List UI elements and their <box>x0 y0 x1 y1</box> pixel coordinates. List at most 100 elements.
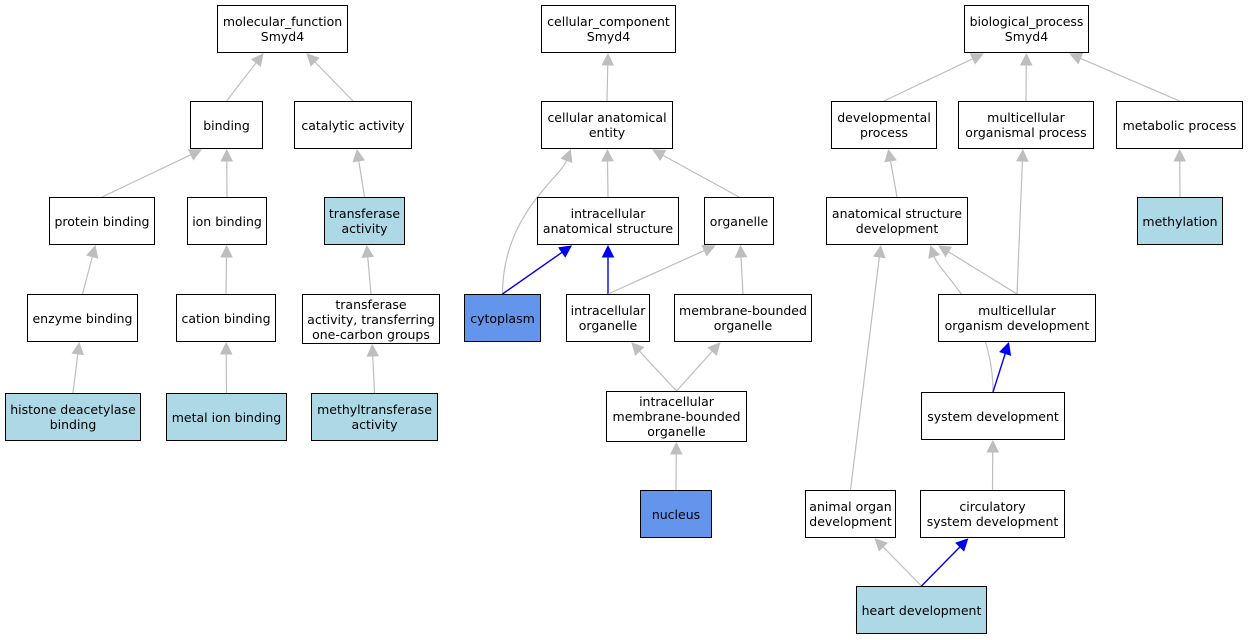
node-binding[interactable]: binding <box>190 101 263 149</box>
edge-arrowhead <box>187 149 202 161</box>
edge-arrowhead <box>884 148 897 163</box>
edge-imbo-to-mbo <box>676 342 721 392</box>
node-multicellular-organismal-process[interactable]: multicellular organismal process <box>958 101 1094 149</box>
edge-arrowhead <box>1019 52 1033 66</box>
node-system-development[interactable]: system development <box>921 392 1065 440</box>
edge-enzyme_binding-to-protein_binding <box>81 244 99 295</box>
edge-arrowhead <box>560 148 573 163</box>
node-cellular-anatomical-entity[interactable]: cellular anatomical entity <box>541 101 673 149</box>
edge-line <box>948 251 1018 295</box>
edge-arrowhead <box>250 53 264 67</box>
edge-line <box>849 256 880 491</box>
edge-arrowhead <box>601 148 614 162</box>
node-metal-ion-binding[interactable]: metal ion binding <box>166 393 287 441</box>
edge-arrowhead <box>1069 52 1084 65</box>
edge-aod-to-asd <box>849 244 886 491</box>
node-transferase-one-carbon[interactable]: transferase activity, transferring one-c… <box>302 294 440 344</box>
edge-arrowhead <box>652 149 667 162</box>
node-intracellular-anatomical-structure[interactable]: intracellular anatomical structure <box>537 197 679 245</box>
node-ion-binding[interactable]: ion binding <box>187 197 267 245</box>
node-heart-development[interactable]: heart development <box>856 586 987 634</box>
node-organelle[interactable]: organelle <box>704 197 774 245</box>
edge-mod-to-asd <box>938 245 1018 295</box>
edge-line <box>992 353 1006 393</box>
edge-nucleus-to-imbo <box>669 441 683 491</box>
edge-arrowhead <box>734 244 748 258</box>
edge-line <box>889 160 898 198</box>
edge-arrowhead <box>366 343 380 357</box>
edge-arrowhead <box>999 341 1012 356</box>
edge-organelle-to-cae <box>652 149 740 198</box>
node-cytoplasm[interactable]: cytoplasm <box>464 294 541 342</box>
edge-line <box>883 58 974 102</box>
edge-arrowhead <box>631 342 645 356</box>
edge-line <box>72 353 79 394</box>
node-biological-process[interactable]: biological_process Smyd4 <box>964 5 1089 53</box>
node-methylation[interactable]: methylation <box>1137 197 1223 245</box>
node-catalytic-activity[interactable]: catalytic activity <box>294 101 412 149</box>
edge-arrowhead <box>601 244 615 258</box>
edge-arrowhead <box>71 341 85 356</box>
edge-line <box>358 160 366 198</box>
node-molecular-function[interactable]: molecular_function Smyd4 <box>217 5 348 53</box>
edge-line <box>740 256 744 295</box>
edge-cae-to-cc_root <box>601 52 615 102</box>
edge-line <box>502 251 563 295</box>
edge-ion_binding-to-binding <box>220 148 234 198</box>
edge-asd-to-dev_process <box>884 148 898 198</box>
edge-line <box>314 61 354 102</box>
node-nucleus[interactable]: nucleus <box>640 490 712 538</box>
edge-csd-to-sysdev <box>986 439 1000 491</box>
edge-arrowhead <box>928 244 941 259</box>
node-multicellular-organism-development[interactable]: multicellular organism development <box>938 294 1096 342</box>
edge-line <box>1016 160 1023 295</box>
edge-sysdev-to-mod <box>992 341 1012 393</box>
edge-arrowhead <box>873 244 886 259</box>
node-enzyme-binding[interactable]: enzyme binding <box>27 294 138 342</box>
edge-line <box>367 256 372 295</box>
edge-metal_ion-to-cation_binding <box>219 341 233 394</box>
edge-arrowhead <box>601 52 615 66</box>
node-developmental-process[interactable]: developmental process <box>831 101 937 149</box>
edge-arrowhead <box>352 148 366 163</box>
node-intracellular-membrane-bounded-organelle[interactable]: intracellular membrane-bounded organelle <box>606 391 747 442</box>
edge-arrowhead <box>1173 148 1187 162</box>
edge-methyltransferase-to-transferase_c1 <box>366 343 380 394</box>
edge-arrowhead <box>220 148 234 162</box>
edge-ias-to-cae <box>601 148 614 198</box>
edge-line <box>101 154 192 198</box>
edge-arrowhead <box>219 341 233 355</box>
node-animal-organ-development[interactable]: animal organ development <box>805 490 896 538</box>
edge-line <box>662 154 740 198</box>
edge-line <box>81 256 93 295</box>
edge-line <box>607 249 705 295</box>
edge-arrowhead <box>306 53 320 67</box>
edge-mop-to-bp_root <box>1019 52 1033 102</box>
edge-cytoplasm-to-cae <box>501 148 573 295</box>
edge-line <box>226 62 257 102</box>
edge-arrowhead <box>874 538 888 552</box>
node-transferase-activity[interactable]: transferase activity <box>324 197 405 245</box>
node-histone-deacetylase-binding[interactable]: histone deacetylase binding <box>5 393 141 441</box>
edge-arrowhead <box>707 342 721 356</box>
edge-arrowhead <box>558 245 572 258</box>
node-cellular-component[interactable]: cellular_component Smyd4 <box>541 5 676 53</box>
node-metabolic-process[interactable]: metabolic process <box>1116 101 1243 149</box>
node-methyltransferase-activity[interactable]: methyltransferase activity <box>311 393 438 441</box>
edge-hdac_binding-to-enzyme_binding <box>71 341 85 394</box>
edge-arrowhead <box>220 244 233 258</box>
edge-line <box>372 355 376 394</box>
node-membrane-bounded-organelle[interactable]: membrane-bounded organelle <box>674 294 812 342</box>
node-circulatory-system-development[interactable]: circulatory system development <box>920 490 1065 538</box>
node-protein-binding[interactable]: protein binding <box>49 197 155 245</box>
node-cation-binding[interactable]: cation binding <box>176 294 276 342</box>
node-anatomical-structure-development[interactable]: anatomical structure development <box>826 197 968 245</box>
edge-dev_process-to-bp_root <box>883 53 984 102</box>
edge-arrowhead <box>955 538 969 552</box>
node-intracellular-organelle[interactable]: intracellular organelle <box>566 294 650 342</box>
edge-transferase-to-catalytic <box>352 148 366 198</box>
edge-line <box>676 350 713 392</box>
edge-line <box>606 64 609 102</box>
